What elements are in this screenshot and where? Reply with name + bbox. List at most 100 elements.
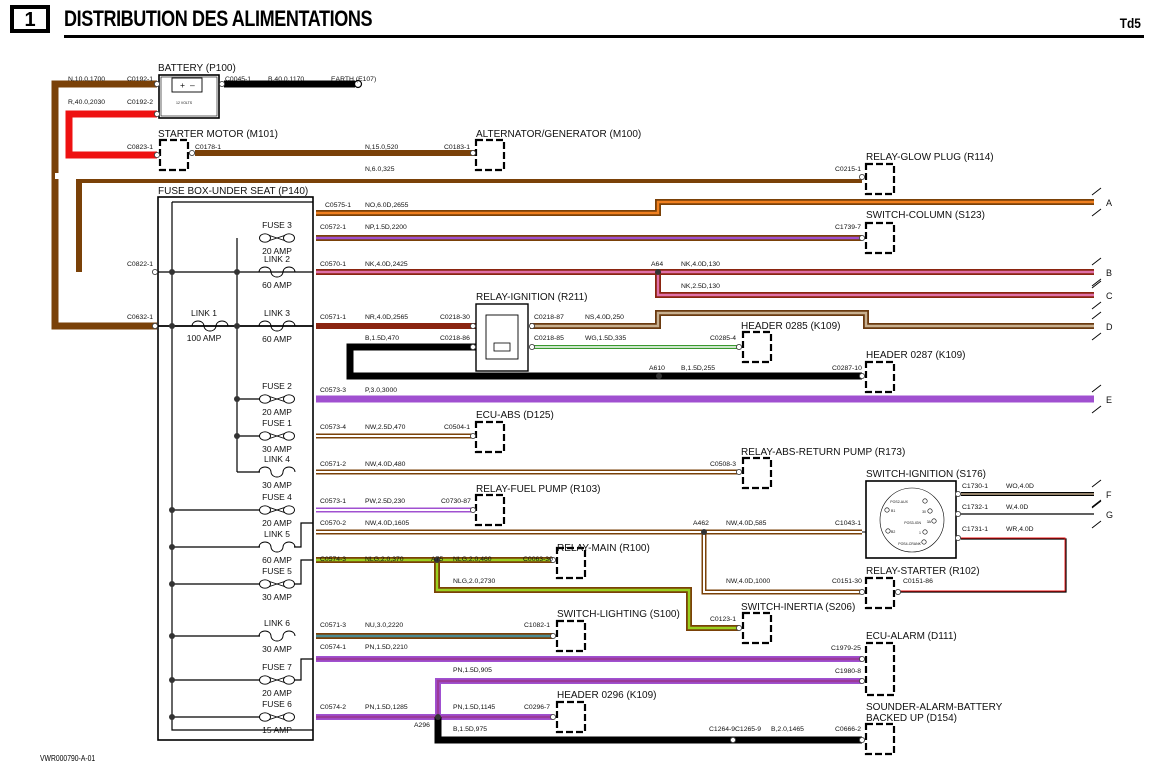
continuation-marker: B xyxy=(1106,268,1112,278)
connector-pin xyxy=(549,713,557,721)
splice-a64 xyxy=(655,269,661,275)
connector-label: C0575-1 xyxy=(325,202,351,209)
wire-code: NK,4.0D,2425 xyxy=(365,261,408,268)
connector-pin xyxy=(735,468,743,476)
fuse-symbol xyxy=(259,505,271,515)
connector-pin xyxy=(218,80,226,88)
connector-label: C1739-7 xyxy=(835,224,861,231)
fusible-link-symbol xyxy=(258,320,296,332)
connector-label: C0285-4 xyxy=(710,335,736,342)
connector-label: C0183-1 xyxy=(444,144,470,151)
wire-b-15-470 xyxy=(346,343,862,380)
connector-pin xyxy=(729,736,737,744)
splice-dot xyxy=(169,677,175,683)
splice-dot xyxy=(169,633,175,639)
connector-label: C1265-9 xyxy=(735,726,761,733)
connector-label: C0570-1 xyxy=(320,261,346,268)
fuse-box-outline xyxy=(157,196,314,741)
wire-code: PW,2.5D,230 xyxy=(365,498,405,505)
connector-label: C0571-2 xyxy=(320,461,346,468)
ignition-position-b1: B1 xyxy=(891,509,895,513)
continuation-marker: G xyxy=(1106,510,1113,520)
connector-pin xyxy=(858,234,866,242)
wire-nk-25-130 xyxy=(655,272,1094,298)
splice-dot xyxy=(169,714,175,720)
continuation-marker: F xyxy=(1106,490,1112,500)
connector-label: C0571-1 xyxy=(320,314,346,321)
fuse-symbol xyxy=(259,712,271,722)
ecu-alarm-outline xyxy=(864,641,896,697)
splice-dot xyxy=(169,269,175,275)
connector-label: C0218-87 xyxy=(534,314,564,321)
wire-code: NP,1.5D,2200 xyxy=(365,224,407,231)
fuse-rating: 20 AMP xyxy=(262,407,292,417)
fuse-name: LINK 6 xyxy=(264,618,290,628)
model-label: Td5 xyxy=(1119,15,1141,31)
connector-label: C1980-8 xyxy=(835,668,861,675)
title-rule xyxy=(64,35,1144,38)
connector-label: C0571-3 xyxy=(320,622,346,629)
connector-label: C1043-1 xyxy=(835,520,861,527)
page-number: 1 xyxy=(24,9,36,31)
ignition-position-b2: B2 xyxy=(891,530,895,534)
splice-dot xyxy=(169,581,175,587)
alternator-outline xyxy=(474,138,506,172)
fuse-symbol xyxy=(259,394,271,404)
connector-pin xyxy=(469,506,477,514)
connector-pin xyxy=(858,677,866,685)
connector-label: C0666-2 xyxy=(835,726,861,733)
splice-dot xyxy=(234,433,240,439)
wire-ns-4-250-tracer xyxy=(530,311,1094,328)
connector-pin xyxy=(858,655,866,663)
splice-label: A296 xyxy=(414,722,430,729)
connector-label: C0573-3 xyxy=(320,387,346,394)
fuse-rating: 30 AMP xyxy=(262,592,292,602)
fuse-rating: 30 AMP xyxy=(262,644,292,654)
fuse-rating: 30 AMP xyxy=(262,444,292,454)
connector-label: C0296-7 xyxy=(524,704,550,711)
fuse-symbol xyxy=(283,505,295,515)
connector-pin xyxy=(735,343,743,351)
splice-label: A75 xyxy=(431,556,443,563)
connector-label: C0632-1 xyxy=(127,314,153,321)
wire-code: WO,4.0D xyxy=(1006,483,1034,490)
connector-pin xyxy=(858,173,866,181)
battery-outline-inner xyxy=(160,76,218,117)
fusible-link-symbol xyxy=(191,320,229,332)
ignition-position-ign: POS3-IGN xyxy=(904,521,921,525)
wire-nk-25-130-tracer xyxy=(656,272,1094,297)
connector-label: C0822-1 xyxy=(127,261,153,268)
fuse-name: FUSE 4 xyxy=(262,492,292,502)
cut-mark xyxy=(1091,208,1102,217)
connector-pin xyxy=(954,510,962,518)
header-0296-outline xyxy=(555,700,587,734)
connector-label: C1082-1 xyxy=(524,622,550,629)
connector-label: C1731-1 xyxy=(962,526,988,533)
relay-abs-pump-outline xyxy=(741,456,773,490)
connector-label: C0823-1 xyxy=(127,144,153,151)
splice-label: A462 xyxy=(693,520,709,527)
relay-glow-plug-outline xyxy=(864,162,896,196)
connector-pin xyxy=(528,343,536,351)
wire-code: NLG,2.0,370 xyxy=(365,556,404,563)
cut-mark xyxy=(1091,311,1102,320)
wire-wr-4 xyxy=(900,538,1067,593)
cut-mark xyxy=(1091,278,1102,287)
component-label: RELAY-ABS-RETURN PUMP (R173) xyxy=(741,447,905,458)
component-label: SOUNDER-ALARM-BATTERY xyxy=(866,702,1003,713)
relay-fuel-pump-outline xyxy=(474,493,506,527)
splice-label: A64 xyxy=(651,261,663,268)
earth-terminal-icon xyxy=(353,79,363,89)
ignition-position-3a: 3A xyxy=(927,520,932,524)
wire-code: B,2.0,1465 xyxy=(771,726,804,733)
drawing-reference: VWR000790-A-01 xyxy=(40,754,96,763)
relay-ignition-inner xyxy=(485,314,519,360)
connector-label: C0573-1 xyxy=(320,498,346,505)
connector-pin xyxy=(153,110,161,118)
wire-code: NW,4.0D,585 xyxy=(726,520,767,527)
splice-label: A610 xyxy=(649,365,665,372)
switch-inertia-outline xyxy=(741,611,773,645)
fuse-name: FUSE 2 xyxy=(262,381,292,391)
component-label: EARTH (E107) xyxy=(331,76,376,83)
connector-label: C0215-1 xyxy=(835,166,861,173)
